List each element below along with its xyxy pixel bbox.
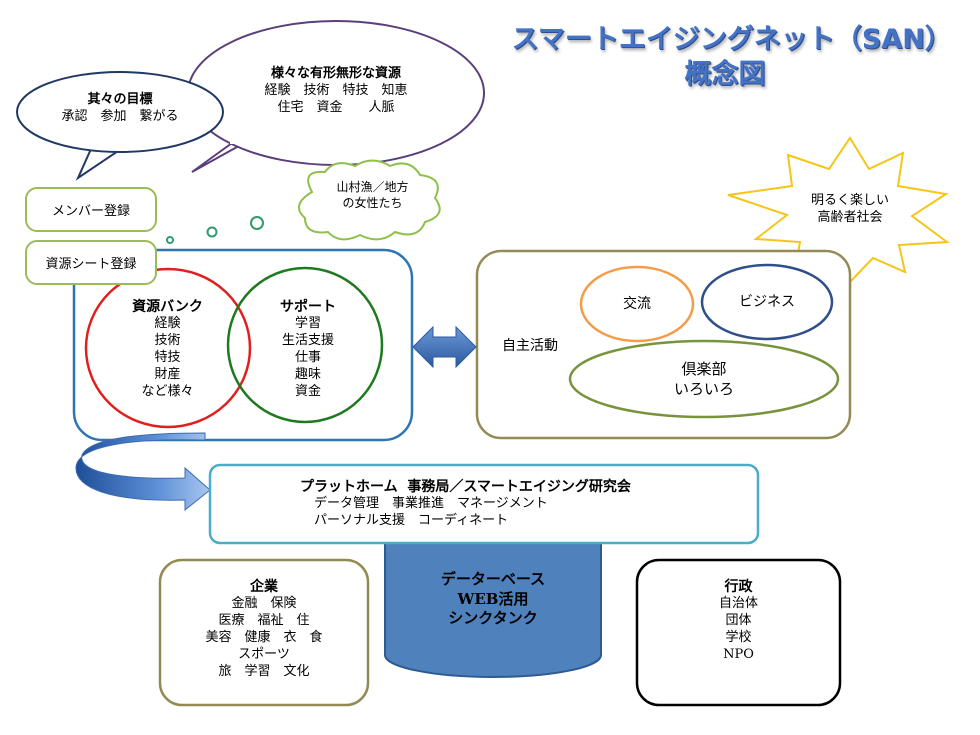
support-item: 趣味 <box>294 366 321 382</box>
two-way-arrow <box>412 325 477 369</box>
goal-bubble-text: 其々の目標 承認 参加 繋がる <box>40 92 200 126</box>
database-line-3: シンクタンク <box>448 609 538 627</box>
resource-support-frame <box>72 248 414 442</box>
club-text: 倶楽部 いろいろ <box>640 360 768 399</box>
database-line-2: WEB活用 <box>457 589 529 608</box>
enterprise-line: スポーツ <box>238 646 290 662</box>
resource-bank-text: 資源バンク 経験 技術 特技 財産 など様々 <box>110 298 225 401</box>
government-line: 学校 <box>725 629 752 645</box>
enterprise-heading: 企業 <box>250 579 278 595</box>
diagram-title: スマートエイジングネット（SAN）概念図 <box>511 24 939 91</box>
resource-bank-item: 経験 <box>154 316 181 332</box>
cloud-line-1: 山村漁／地方 <box>336 180 409 194</box>
resource-sheet-registration-label: 資源シート登録 <box>45 257 137 272</box>
government-line: 団体 <box>725 613 752 629</box>
resource-bank-circle <box>84 267 252 429</box>
goal-heading: 其々の目標 <box>87 92 153 107</box>
support-heading: サポート <box>280 299 336 315</box>
enterprise-line: 医療 福祉 住 <box>218 613 310 629</box>
platform-box <box>208 463 760 545</box>
goal-speech-bubble <box>16 71 224 181</box>
support-item: 学習 <box>294 316 321 332</box>
star-line-2: 高齢者社会 <box>817 209 883 225</box>
database-text: データーベース WEB活用 シンクタンク <box>420 570 566 629</box>
business-label: ビジネス <box>739 294 795 310</box>
platform-line-1: データ管理 事業推進 マネージメント <box>314 496 548 512</box>
member-registration-label: メンバー登録 <box>51 204 130 219</box>
enterprise-box <box>158 558 370 707</box>
member-registration-button[interactable]: メンバー登録 <box>25 187 157 232</box>
support-item: 仕事 <box>294 349 321 365</box>
enterprise-line: 美容 健康 衣 食 <box>205 629 323 645</box>
exchange-ellipse <box>579 265 695 343</box>
star-text: 明るく楽しい 高齢者社会 <box>790 193 910 227</box>
resource-bank-item: 技術 <box>154 333 181 349</box>
thought-dot-small <box>166 236 174 244</box>
database-cylinder <box>384 519 602 678</box>
business-ellipse <box>700 263 834 341</box>
resources-heading: 様々な有形無形な資源 <box>270 66 401 81</box>
government-text: 行政 自治体 団体 学校 NPO <box>677 578 800 664</box>
government-line: 自治体 <box>718 596 758 612</box>
club-ellipse <box>568 339 840 419</box>
platform-line-2: パーソナル支援 コーディネート <box>314 513 509 529</box>
curved-flow-arrow <box>75 432 211 512</box>
resource-bank-heading: 資源バンク <box>132 299 203 315</box>
resource-sheet-registration-button[interactable]: 資源シート登録 <box>25 240 157 285</box>
star-line-1: 明るく楽しい <box>810 193 889 208</box>
support-circle <box>226 266 384 424</box>
enterprise-text: 企業 金融 保険 医療 福祉 住 美容 健康 衣 食 スポーツ 旅 学習 文化 <box>170 578 358 681</box>
resource-bank-item: 財産 <box>154 366 181 382</box>
thought-dot-medium <box>206 226 218 238</box>
resource-bank-item: 特技 <box>154 349 181 365</box>
cloud-line-2: の女性たち <box>342 195 403 210</box>
government-line: NPO <box>723 646 754 662</box>
resource-bank-item: など様々 <box>141 383 194 399</box>
resources-line-1: 経験 技術 特技 知恵 <box>264 82 408 98</box>
database-line-1: データーベース <box>440 570 546 588</box>
resources-speech-bubble <box>187 20 485 173</box>
resources-line-2: 住宅 資金 人脈 <box>277 99 395 115</box>
government-heading: 行政 <box>724 579 753 595</box>
club-line-2: いろいろ <box>673 379 734 398</box>
club-line-1: 倶楽部 <box>681 360 727 378</box>
women-cloud <box>297 159 441 241</box>
activities-label: 自主活動 <box>502 338 558 354</box>
thought-dot-large <box>250 216 264 230</box>
support-text: サポート 学習 生活支援 仕事 趣味 資金 <box>258 298 358 401</box>
platform-heading: プラットホーム 事務局／スマートエイジング研究会 <box>300 479 631 495</box>
platform-text: プラットホーム 事務局／スマートエイジング研究会 データ管理 事業推進 マネージ… <box>300 478 710 530</box>
support-item: 資金 <box>294 383 321 399</box>
exchange-label: 交流 <box>623 296 651 312</box>
resources-bubble-text: 様々な有形無形な資源 経験 技術 特技 知恵 住宅 資金 人脈 <box>230 66 442 117</box>
cloud-text: 山村漁／地方 の女性たち <box>320 180 425 211</box>
enterprise-line: 旅 学習 文化 <box>218 663 310 679</box>
government-box <box>635 558 842 707</box>
enterprise-line: 金融 保険 <box>231 596 297 612</box>
support-item: 生活支援 <box>281 333 334 349</box>
goal-line: 承認 参加 繋がる <box>61 108 179 124</box>
